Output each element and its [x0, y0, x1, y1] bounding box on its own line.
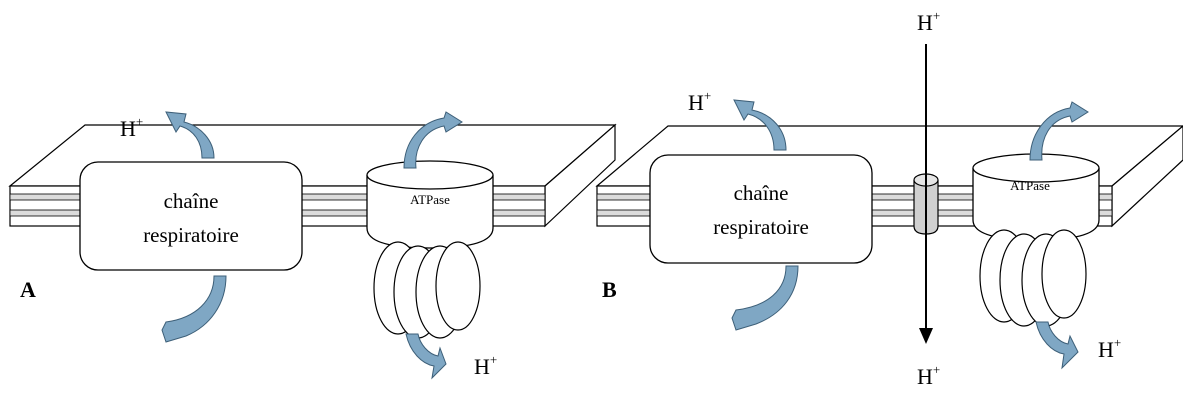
panel-a: chaîne respiratoire ATPase [8, 111, 617, 380]
chain-label-line2: respiratoire [143, 223, 239, 247]
chain-label-line1: chaîne [734, 181, 789, 205]
proton-arrow-atpase-in-b [1029, 101, 1089, 161]
proton-arrow-chain-down-a [161, 275, 227, 343]
proton-label-top-a: H+ [120, 114, 143, 141]
proton-arrow-atpase-out-b [1035, 321, 1079, 370]
f1-head-b [979, 229, 1087, 327]
f1-head-a [373, 241, 481, 339]
proton-arrow-chain-up-a [165, 111, 215, 159]
proton-arrow-atpase-in-a [403, 111, 463, 169]
proton-label-top-b: H+ [688, 88, 711, 115]
proton-label-bottom-a: H+ [474, 352, 497, 379]
chain-label-line2: respiratoire [713, 215, 809, 239]
respiratory-chain-b: chaîne respiratoire [649, 154, 873, 264]
proton-arrow-chain-down-b [731, 265, 799, 331]
atpase-a: ATPase [366, 160, 494, 339]
proton-arrow-chain-up-b [733, 99, 787, 151]
atpase-b: ATPase [972, 153, 1100, 327]
proton-label-bottom-b: H+ [1098, 335, 1121, 362]
atpase-label: ATPase [1010, 178, 1050, 193]
proton-label-channel-bottom-b: H+ [917, 362, 940, 389]
proton-label-channel-top-b: H+ [917, 8, 940, 35]
panel-letter-a: A [20, 277, 36, 302]
panel-b: chaîne respiratoire ATPase [595, 8, 1183, 389]
channel-arrow-b [919, 44, 933, 344]
chain-label-line1: chaîne [164, 189, 219, 213]
panel-letter-b: B [602, 277, 617, 302]
proton-arrow-atpase-out-a [405, 333, 447, 380]
atpase-label: ATPase [410, 192, 450, 207]
respiratory-chain-a: chaîne respiratoire [79, 161, 303, 271]
